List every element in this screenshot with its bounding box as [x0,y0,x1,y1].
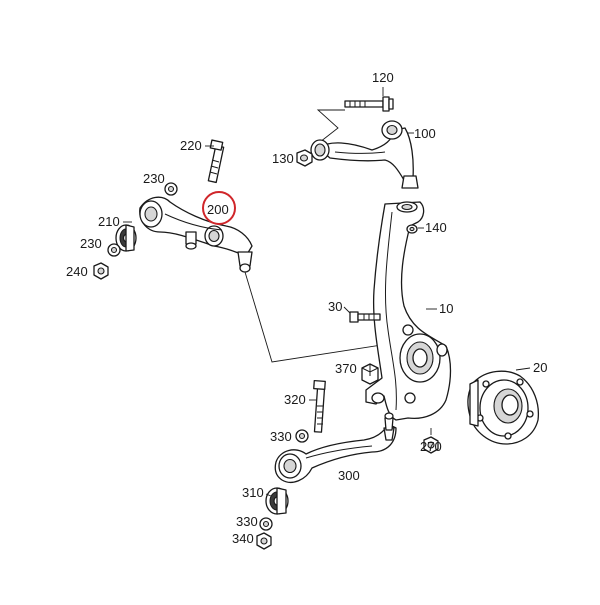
callout-130: 130 [272,151,294,166]
callout-300: 300 [338,468,360,483]
lower-control-arm-300 [274,412,397,483]
leader-310 [265,493,272,497]
washer-330-upper [295,429,309,443]
wheel-hub-20 [467,370,540,445]
bolt-220 [207,139,225,184]
callout-20: 20 [533,360,547,375]
callout-140: 140 [425,220,447,235]
bolt-120 [344,96,394,112]
lower-control-arm-200 [139,196,253,273]
callout-30: 30 [328,299,342,314]
callout-340: 340 [232,531,254,546]
washer-330-lower [259,517,273,531]
callout-10: 10 [439,301,453,316]
callout-310: 310 [242,485,264,500]
callout-330-upper: 330 [270,429,292,444]
nut-130 [296,149,313,167]
leader-20 [515,367,531,371]
callout-200: 200 [207,202,229,217]
bolt-30 [349,311,381,323]
leader-200-to-knuckle [244,271,389,363]
washer-230-upper [164,182,178,196]
nut-270 [423,436,439,454]
callout-120: 120 [372,70,394,85]
bushing-210 [115,224,137,252]
callout-320: 320 [284,392,306,407]
callout-100: 100 [414,126,436,141]
callout-220: 220 [180,138,202,153]
callout-240: 240 [66,264,88,279]
steering-knuckle-10 [365,201,452,421]
leader-30 [343,306,351,314]
highlight-circle-200 [202,191,236,225]
nut-240 [93,262,109,280]
callout-370: 370 [335,361,357,376]
bushing-310 [265,487,289,515]
callout-230-lower: 230 [80,236,102,251]
upper-control-arm-100 [310,120,419,189]
callout-210: 210 [98,214,120,229]
callout-230-upper: 230 [143,171,165,186]
bolt-140 [406,224,418,234]
callout-330-lower: 330 [236,514,258,529]
washer-230-lower [107,243,121,257]
nut-340 [256,532,272,550]
callout-270: 270 [420,439,442,454]
nut-370 [361,363,379,385]
bolt-320 [313,379,326,433]
